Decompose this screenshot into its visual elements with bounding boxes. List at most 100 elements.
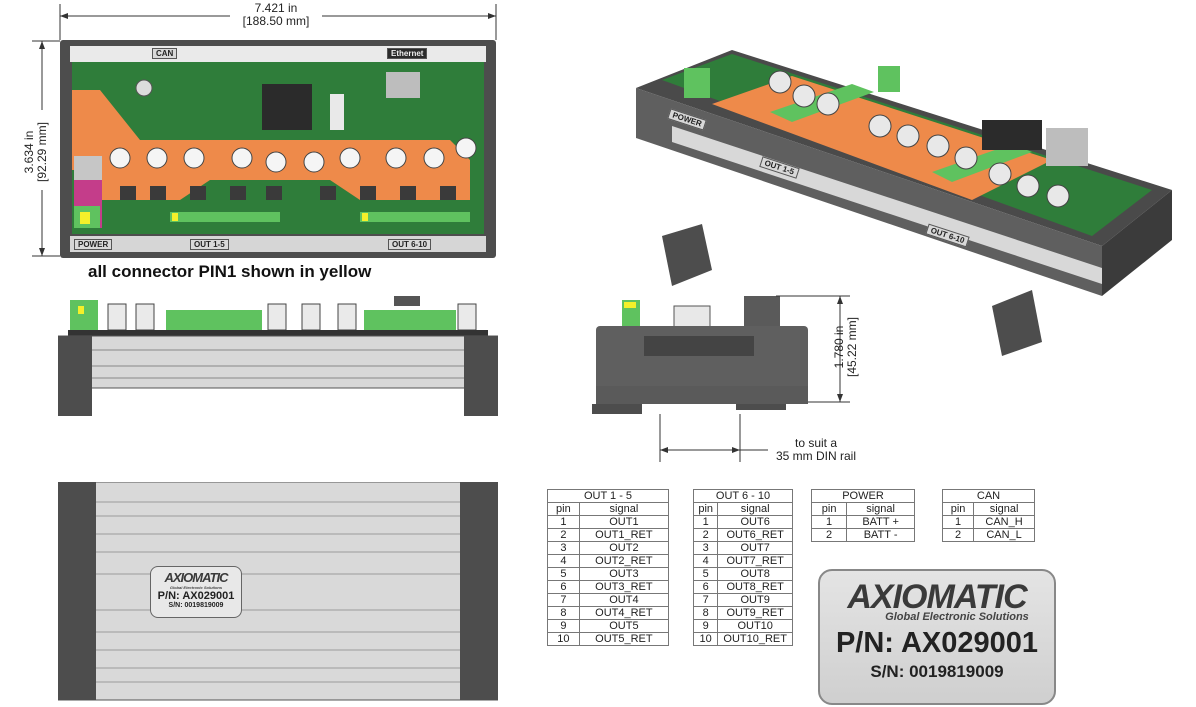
side-view-drawing	[592, 295, 850, 462]
signal-cell: CAN_L	[973, 528, 1035, 542]
pin-cell: 8	[692, 606, 719, 620]
table-title: POWER	[811, 489, 915, 503]
table-header: pin	[810, 502, 848, 516]
table-header: signal	[846, 502, 915, 516]
pin-cell: 1	[547, 515, 580, 529]
pin-cell: 7	[692, 593, 719, 607]
pin-cell: 5	[547, 567, 580, 581]
signal-cell: OUT3	[578, 567, 670, 581]
top-view-svg	[32, 4, 497, 258]
logo-tagline: Global Electronic Solutions	[885, 611, 1029, 623]
depth-dim-mm: [45.22 mm]	[845, 316, 859, 378]
pcb-label-ethernet: Ethernet	[387, 48, 428, 59]
signal-cell: OUT2_RET	[578, 554, 670, 568]
signal-cell: OUT7	[717, 541, 793, 555]
signal-cell: OUT6	[717, 515, 793, 529]
table-title: OUT 6 - 10	[693, 489, 793, 503]
signal-cell: OUT3_RET	[578, 580, 670, 594]
pin-cell: 1	[941, 515, 975, 529]
signal-cell: BATT -	[846, 528, 915, 542]
pin-cell: 3	[547, 541, 580, 555]
signal-cell: OUT5	[578, 619, 670, 633]
signal-cell: OUT4_RET	[578, 606, 670, 620]
table-header: pin	[547, 502, 580, 516]
din-note-line1: to suit a	[794, 436, 838, 450]
pin-cell: 10	[692, 632, 719, 646]
pin-cell: 2	[941, 528, 975, 542]
pin-cell: 3	[692, 541, 719, 555]
isometric-view-drawing	[636, 50, 1172, 356]
table-title: CAN	[942, 489, 1035, 503]
pin-cell: 10	[547, 632, 580, 646]
pin-cell: 6	[547, 580, 580, 594]
axiomatic-logo: AXIOMATIC	[847, 578, 1027, 616]
table-header: pin	[692, 502, 719, 516]
bottom-view-drawing	[58, 482, 498, 701]
signal-cell: BATT +	[846, 515, 915, 529]
signal-cell: OUT8_RET	[717, 580, 793, 594]
front-view-drawing	[58, 296, 498, 416]
pin-cell: 9	[547, 619, 580, 633]
small-product-label: AXIOMATIC Global Electronic Solutions P/…	[150, 566, 242, 618]
table-title: OUT 1 - 5	[547, 489, 669, 503]
pcb-label-power: POWER	[74, 239, 113, 250]
signal-cell: OUT2	[578, 541, 670, 555]
table-header: pin	[941, 502, 975, 516]
signal-cell: OUT9	[717, 593, 793, 607]
width-dim-mm: [188.50 mm]	[242, 14, 310, 28]
pin-cell: 1	[810, 515, 848, 529]
signal-cell: OUT5_RET	[578, 632, 670, 646]
signal-cell: OUT1_RET	[578, 528, 670, 542]
signal-cell: OUT6_RET	[717, 528, 793, 542]
pin1-caption: all connector PIN1 shown in yellow	[88, 262, 372, 281]
small-label-pn: P/N: AX029001	[157, 590, 235, 602]
signal-cell: OUT4	[578, 593, 670, 607]
signal-cell: OUT1	[578, 515, 670, 529]
signal-cell: OUT9_RET	[717, 606, 793, 620]
serial-number: S/N: 0019819009	[870, 662, 1004, 681]
pin-cell: 6	[692, 580, 719, 594]
signal-cell: OUT10_RET	[717, 632, 793, 646]
table-header: signal	[717, 502, 793, 516]
product-label-plate: AXIOMATIC Global Electronic Solutions P/…	[818, 569, 1056, 705]
small-label-sn: S/N: 0019819009	[168, 602, 224, 609]
din-note-line2: 35 mm DIN rail	[775, 449, 856, 463]
pin-cell: 1	[692, 515, 719, 529]
pin-cell: 7	[547, 593, 580, 607]
signal-cell: OUT8	[717, 567, 793, 581]
pin-cell: 4	[692, 554, 719, 568]
height-dim-mm: [92.29 mm]	[35, 121, 49, 183]
small-label-logo: AXIOMATIC	[164, 570, 229, 585]
small-label-tagline: Global Electronic Solutions	[169, 585, 223, 590]
signal-cell: OUT10	[717, 619, 793, 633]
part-number: P/N: AX029001	[835, 627, 1039, 659]
table-header: signal	[578, 502, 670, 516]
pin-cell: 4	[547, 554, 580, 568]
table-header: signal	[973, 502, 1035, 516]
signal-cell: OUT7_RET	[717, 554, 793, 568]
width-dim-in: 7.421 in	[254, 1, 298, 15]
